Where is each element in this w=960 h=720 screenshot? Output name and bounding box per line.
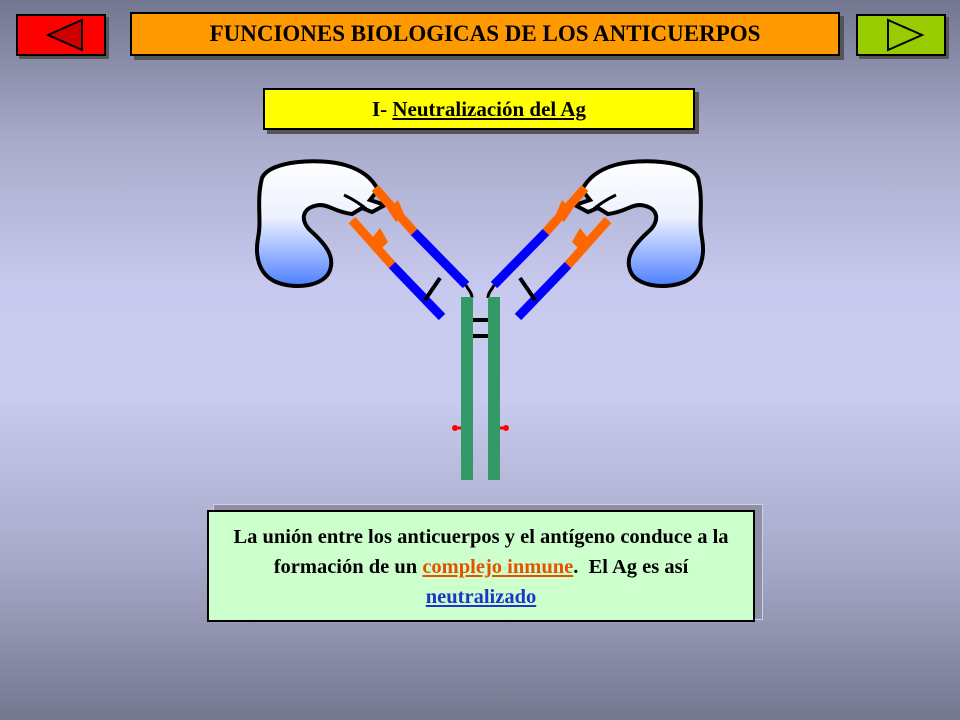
page-title: FUNCIONES BIOLOGICAS DE LOS ANTICUERPOS [130, 12, 840, 56]
next-slide-button[interactable] [856, 14, 946, 56]
previous-slide-button[interactable] [16, 14, 106, 56]
right-light-chain-constant [514, 261, 572, 321]
left-light-chain-variable [348, 217, 396, 268]
info-box: La unión entre los anticuerpos y el antí… [207, 510, 755, 622]
info-text-1: La unión entre los anticuerpos y el antí… [233, 526, 729, 578]
page-title-text: FUNCIONES BIOLOGICAS DE LOS ANTICUERPOS [209, 21, 761, 46]
left-light-chain-constant [388, 261, 446, 321]
right-heavy-chain-constant [490, 228, 550, 289]
triangle-right-icon [887, 18, 925, 52]
left-fab-arm [348, 185, 470, 321]
neutralizado-link[interactable]: neutralizado [425, 586, 537, 608]
complejo-inmune-link[interactable]: complejo inmune [422, 556, 574, 578]
disulfide-bond-bottom [473, 334, 488, 338]
triangle-left-icon [45, 18, 83, 52]
section-title-text: Neutralización del Ag [392, 96, 587, 121]
heavy-chain-fc-right [488, 297, 500, 480]
section-prefix: I- [371, 96, 393, 121]
antigen-right [569, 159, 705, 288]
right-fab-arm [490, 185, 612, 321]
disulfide-bond-top [473, 318, 488, 322]
antigen-left [255, 159, 391, 288]
left-heavy-chain-constant [410, 228, 470, 289]
heavy-chain-fc-left [461, 297, 473, 480]
info-text-2: . El Ag es así [573, 556, 694, 578]
right-light-chain-variable [564, 217, 612, 268]
section-title: I- Neutralización del Ag [263, 88, 695, 130]
